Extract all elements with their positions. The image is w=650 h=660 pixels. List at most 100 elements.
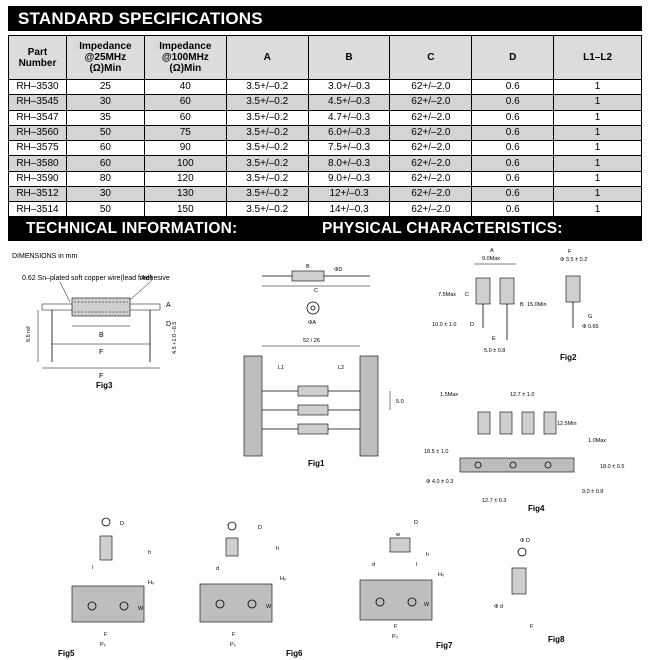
table-cell: 50 <box>65 124 145 142</box>
table-cell: 62+/–2.0 <box>389 170 473 188</box>
fig3-dim-a: A <box>166 302 171 309</box>
column-header-line: D <box>509 52 517 63</box>
table-cell: 130 <box>143 186 227 203</box>
fig2-g: G <box>588 314 592 320</box>
fig3-label: Fig3 <box>96 381 113 390</box>
table-cell: 3.5+/–0.2 <box>225 124 309 142</box>
column-header-line: A <box>263 52 271 63</box>
table-cell: 60 <box>65 155 145 172</box>
fig6-f: F <box>232 632 236 638</box>
table-cell: RH–3560 <box>8 124 67 142</box>
table-cell: 3.5+/–0.2 <box>225 201 309 218</box>
table-cell: 4.5+/–0.3 <box>307 94 391 111</box>
fig1-spacing: 5.0 <box>396 399 404 405</box>
table-cell: 60 <box>143 94 227 111</box>
table-cell: 62+/–2.0 <box>389 155 473 172</box>
table-cell: 0.6 <box>471 140 555 157</box>
fig3-dim-d: D <box>166 321 171 328</box>
technical-drawings: DIMENSIONS in mm 0.62 Sn–plated soft cop… <box>12 248 624 658</box>
table-cell: 30 <box>65 186 145 203</box>
table-cell: 90 <box>143 140 227 157</box>
fig2-dia: Φ 3.5 ± 0.2 <box>560 257 587 263</box>
fig1-pitch-span: 52 / 26 <box>303 338 320 344</box>
table-cell: 8.0+/–0.3 <box>307 155 391 172</box>
table-cell: 1 <box>553 140 642 157</box>
fig3-dim-b: B <box>99 332 104 339</box>
fig4-lead-max: 1.5Max <box>440 392 458 398</box>
fig5-l: l <box>92 565 93 571</box>
fig7-label: Fig7 <box>436 641 453 650</box>
technical-information-header: TECHNICAL INFORMATION: <box>26 220 238 237</box>
table-cell: 3.5+/–0.2 <box>225 186 309 203</box>
fig3-lead-dim: 4.5 +1.0 –0.5 <box>172 322 178 354</box>
fig8-f: F <box>530 624 534 630</box>
fig8-drawing: Φ D Φ d F Fig8 <box>494 538 565 644</box>
table-cell: 6.0+/–0.3 <box>307 124 391 142</box>
column-header: Impedance@100MHz(Ω)Min <box>143 35 227 80</box>
fig5-label: Fig5 <box>58 649 75 658</box>
fig3-wire-note: 0.62 Sn–plated soft copper wire(lead fre… <box>22 275 152 282</box>
table-cell: 62+/–2.0 <box>389 109 473 126</box>
fig7-p0: P₀ <box>392 634 398 640</box>
table-cell: RH–3530 <box>8 78 67 96</box>
column-header: D <box>471 35 555 80</box>
fig4-height2: 18.0 ± 0.5 <box>600 464 624 470</box>
table-cell: 62+/–2.0 <box>389 124 473 142</box>
table-cell: 4.7+/–0.3 <box>307 109 391 126</box>
fig7-h0: H₀ <box>438 572 444 578</box>
table-cell: 3.0+/–0.3 <box>307 78 391 96</box>
table-cell: RH–3547 <box>8 109 67 126</box>
column-header-line: @100MHz <box>161 52 209 63</box>
fig7-d2: d <box>372 562 375 568</box>
column-header-line: (Ω)Min <box>89 63 122 74</box>
table-cell: 0.6 <box>471 170 555 188</box>
fig2-c: C <box>465 292 469 298</box>
table-cell: 62+/–2.0 <box>389 94 473 111</box>
column-header-line: Impedance <box>79 41 132 52</box>
table-cell: 35 <box>65 109 145 126</box>
fig4-drawing: 1.5Max 12.7 ± 1.0 12.5Min 1.0Max 18.5 ± … <box>424 392 624 513</box>
table-cell: 80 <box>65 170 145 188</box>
column-header: A <box>225 35 309 80</box>
fig6-h: h <box>276 546 279 552</box>
table-cell: 3.5+/–0.2 <box>225 78 309 96</box>
fig6-d2: d <box>216 566 219 572</box>
fig4-lead-len: 12.5Min <box>557 421 577 427</box>
fig6-h0: H₀ <box>280 576 286 582</box>
table-cell: 14+/–0.3 <box>307 201 391 218</box>
table-cell: 1 <box>553 170 642 188</box>
fig5-f: F <box>104 632 108 638</box>
fig2-lead-min: 15.0Min <box>527 302 547 308</box>
fig6-label: Fig6 <box>286 649 303 658</box>
table-cell: 0.6 <box>471 78 555 96</box>
fig1-dim-phi-d: ΦD <box>334 267 342 273</box>
fig2-e: E <box>492 336 496 342</box>
fig5-w: W <box>138 606 144 612</box>
table-cell: 1 <box>553 94 642 111</box>
fig4-hole: Φ 4.0 ± 0.3 <box>426 479 453 485</box>
fig3-dim-f-outer: F <box>99 373 103 380</box>
fig7-l: l <box>416 562 417 568</box>
table-cell: 62+/–2.0 <box>389 201 473 218</box>
dimensions-note: DIMENSIONS in mm <box>12 253 78 260</box>
column-header-line: (Ω)Min <box>169 63 202 74</box>
table-cell: 3.5+/–0.2 <box>225 155 309 172</box>
table-cell: 0.6 <box>471 186 555 203</box>
table-cell: 3.5+/–0.2 <box>225 140 309 157</box>
fig8-label: Fig8 <box>548 635 565 644</box>
fig8-phi-d: Φ D <box>520 538 530 544</box>
fig1-label: Fig1 <box>308 459 325 468</box>
table-cell: 3.5+/–0.2 <box>225 170 309 188</box>
fig2-h-max: 7.5Max <box>438 292 456 298</box>
fig2-label: Fig2 <box>560 353 577 362</box>
fig7-w2: W <box>424 602 430 608</box>
